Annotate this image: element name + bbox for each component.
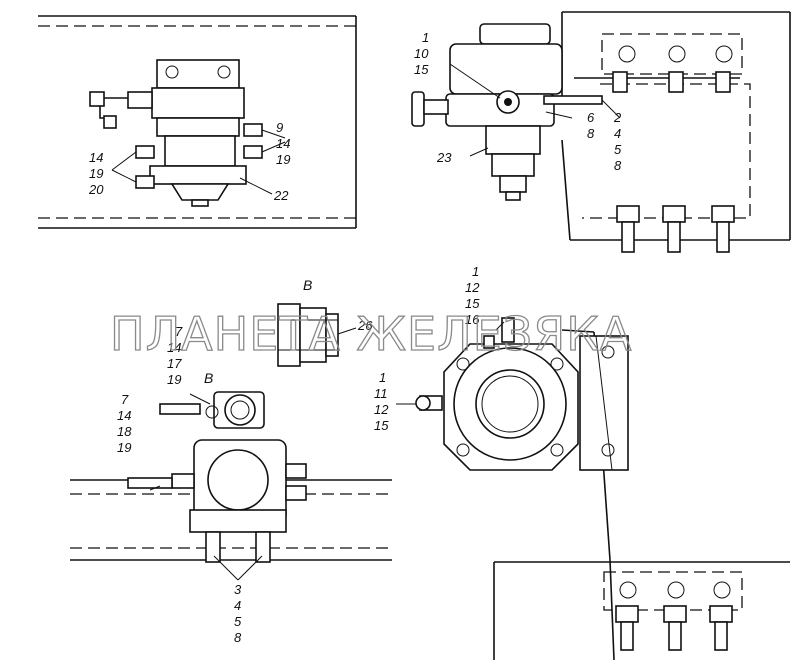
label-19: 19 [167, 372, 181, 387]
label-15: 15 [414, 62, 429, 77]
label-8: 8 [587, 126, 595, 141]
frame-side-member-b [561, 11, 791, 253]
view-a: 9 14 19 14 19 20 22 [38, 15, 357, 229]
label-18: 18 [117, 424, 132, 439]
brake-valve-front-view [411, 23, 621, 201]
label-23: 23 [436, 150, 452, 165]
label-1: 1 [379, 370, 386, 385]
label-1: 1 [472, 264, 479, 279]
label-20: 20 [88, 182, 104, 197]
label-8: 8 [234, 630, 242, 645]
frame-side-member-d [493, 329, 790, 661]
label-15: 15 [374, 418, 389, 433]
brake-valve-end-view [396, 317, 579, 471]
label-8: 8 [614, 158, 622, 173]
frame-rail-a [38, 15, 357, 229]
label-14: 14 [117, 408, 131, 423]
label-9: 9 [276, 120, 283, 135]
label-1: 1 [422, 30, 429, 45]
label-15: 15 [465, 296, 480, 311]
mounting-bracket-d [579, 335, 629, 471]
label-2: 2 [613, 110, 622, 125]
label-17: 17 [167, 356, 182, 371]
label-14: 14 [167, 340, 181, 355]
label-7: 7 [175, 324, 183, 339]
label-4: 4 [234, 598, 241, 613]
label-19: 19 [117, 440, 131, 455]
label-12: 12 [465, 280, 480, 295]
label-22: 22 [273, 188, 289, 203]
brake-valve-top-view [127, 391, 307, 581]
label-10: 10 [414, 46, 429, 61]
label-16: 16 [465, 312, 480, 327]
label-11: 11 [374, 386, 388, 401]
watermark: ПЛАНЕТА ЖЕЛЕЗЯКА [110, 307, 632, 361]
label-19: 19 [276, 152, 290, 167]
view-b: 1 10 15 6 8 2 4 5 8 23 [411, 11, 791, 253]
label-12: 12 [374, 402, 389, 417]
label-3: 3 [234, 582, 242, 597]
label-26: 26 [357, 318, 373, 333]
view-d: 1 12 15 16 1 11 12 15 [374, 264, 790, 661]
label-7: 7 [121, 392, 129, 407]
fitting-detail-b [277, 303, 357, 367]
view-letter: В [303, 277, 312, 293]
view-mark-b: В [204, 370, 213, 386]
label-14: 14 [89, 150, 103, 165]
label-6: 6 [587, 110, 595, 125]
view-c: В 26 [70, 277, 392, 645]
label-5: 5 [234, 614, 242, 629]
label-5: 5 [614, 142, 622, 157]
brake-valve-side-view [89, 59, 286, 207]
label-4: 4 [614, 126, 621, 141]
label-14: 14 [276, 136, 290, 151]
label-19: 19 [89, 166, 103, 181]
